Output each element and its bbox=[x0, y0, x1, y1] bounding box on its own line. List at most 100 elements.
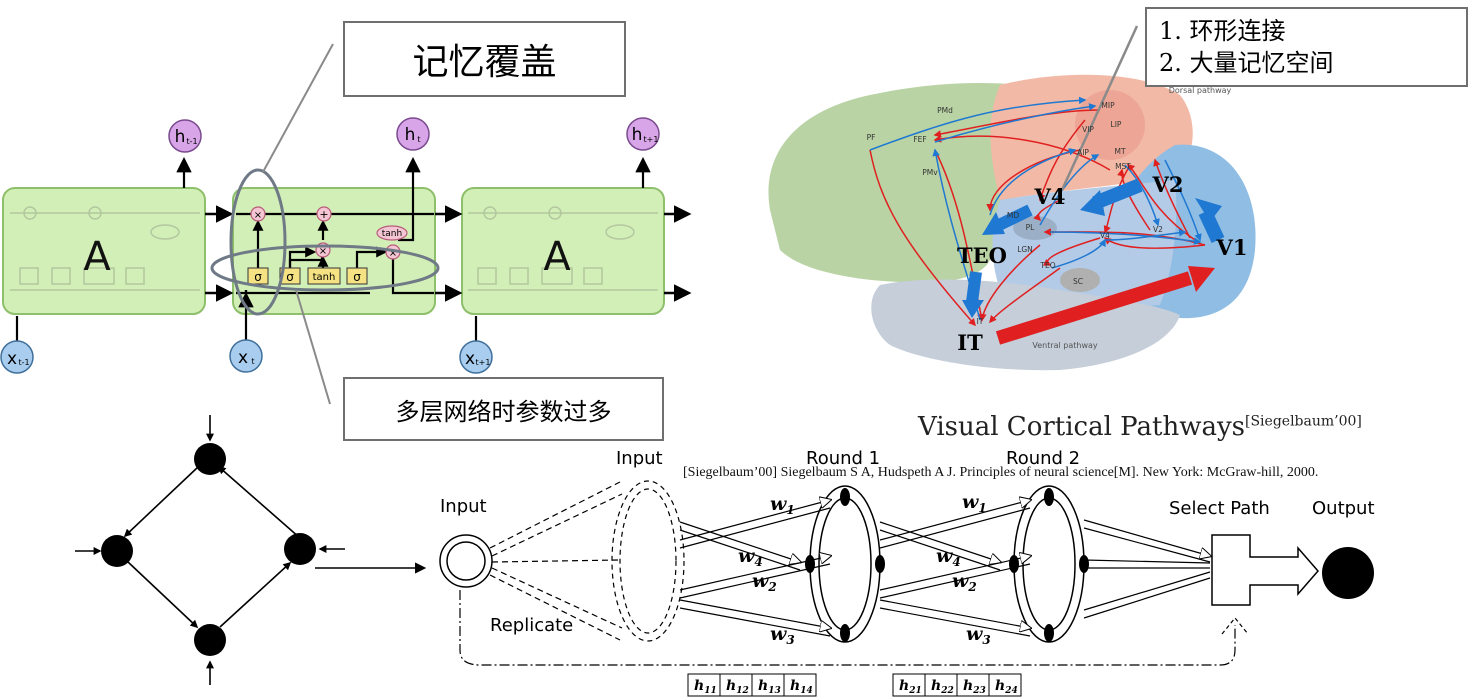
h-cell-label-23: h23 bbox=[963, 678, 986, 696]
h-node-right: h t+1 bbox=[626, 117, 660, 151]
svg-text:h: h bbox=[632, 125, 643, 145]
area-v4-small: V4 bbox=[1100, 231, 1110, 240]
lstm-internal-wires bbox=[236, 156, 434, 340]
replicate-dashed-lines bbox=[489, 481, 623, 641]
superior-colliculus bbox=[1060, 268, 1100, 292]
ring-graph bbox=[75, 415, 427, 685]
h-cell-box-14 bbox=[783, 673, 817, 697]
callout-too-many-params: 多层网络时参数过多 bbox=[343, 377, 664, 441]
property-large-memory: 2. 大量记忆空间 bbox=[1159, 49, 1334, 77]
replicate-label: Replicate bbox=[490, 615, 573, 636]
thick-arrow-v4-teo-head bbox=[982, 212, 1005, 235]
svg-text:x: x bbox=[238, 348, 248, 368]
svg-text:×: × bbox=[254, 210, 262, 221]
hollow-path-arrows bbox=[679, 500, 1210, 637]
area-mip: MIP bbox=[1101, 101, 1115, 110]
svg-text:w2: w2 bbox=[752, 570, 777, 594]
area-lip: LIP bbox=[1111, 120, 1122, 129]
h-node-middle: h t bbox=[396, 117, 430, 151]
svg-text:×: × bbox=[319, 246, 327, 257]
area-mt: MT bbox=[1114, 147, 1125, 156]
weight-labels: w1 w4 w2 w3 w1 w4 w2 w3 bbox=[738, 491, 991, 647]
select-path-box bbox=[1211, 534, 1319, 606]
callout-properties: 1. 环形连接 2. 大量记忆空间 bbox=[1145, 7, 1468, 87]
callout-pointer-properties bbox=[1060, 25, 1139, 191]
forget-multiply-op: × bbox=[250, 206, 266, 222]
w4-label-round1: w bbox=[738, 545, 755, 567]
w3-label-round1: w bbox=[770, 623, 787, 645]
svg-text:w4: w4 bbox=[738, 545, 763, 569]
network-labels: Input Input Replicate Round 1 Round 2 Se… bbox=[440, 448, 1375, 636]
svg-text:t+1: t+1 bbox=[644, 135, 659, 144]
round1-label: Round 1 bbox=[806, 448, 880, 469]
tanh-gate: tanh bbox=[307, 267, 341, 285]
small-area-labels: PMd PF FEF PMv MIP LIP VIP AIP MT MST MD… bbox=[867, 101, 1164, 326]
lstm-diagram: σ σ tanh σ × + × × bbox=[0, 43, 692, 405]
area-aip: AIP bbox=[1077, 148, 1089, 157]
svg-text:w2: w2 bbox=[952, 570, 977, 594]
area-teo-small: TEO bbox=[1039, 261, 1055, 270]
path-network-diagram: Input Input Replicate Round 1 Round 2 Se… bbox=[439, 448, 1375, 697]
dorsal-pathway-label: Dorsal pathway bbox=[1169, 86, 1232, 95]
svg-text:tanh: tanh bbox=[313, 272, 336, 283]
thick-arrow-teo-it-head bbox=[962, 300, 984, 318]
area-pmv: PMv bbox=[922, 168, 938, 177]
area-pl: PL bbox=[1026, 223, 1036, 232]
sigma-gate-2: σ bbox=[279, 267, 301, 285]
area-pf: PF bbox=[867, 133, 876, 142]
svg-text:t-1: t-1 bbox=[186, 137, 197, 146]
ring-dots bbox=[805, 488, 1089, 642]
round2-label: Round 2 bbox=[1006, 448, 1080, 469]
area-it-small: IT bbox=[977, 317, 984, 326]
cell-label-left: A bbox=[83, 234, 111, 280]
area-label-v1: V1 bbox=[1216, 235, 1248, 260]
svg-text:×: × bbox=[389, 248, 397, 259]
area-mst: MST bbox=[1115, 162, 1131, 171]
w2-label-round1: w bbox=[752, 570, 769, 592]
brain-figure-title: Visual Cortical Pathways[Siegelbaum’00] bbox=[918, 412, 1362, 442]
input-label: Input bbox=[440, 496, 487, 517]
thick-arrow-it-v1 bbox=[995, 271, 1193, 345]
area-sc: SC bbox=[1073, 277, 1083, 286]
cell-label-right: A bbox=[543, 234, 571, 280]
sigma-gate-3: σ bbox=[346, 267, 368, 285]
add-op: + bbox=[316, 206, 332, 222]
area-v2-small: V2 bbox=[1153, 225, 1163, 234]
svg-text:x: x bbox=[465, 349, 475, 369]
area-label-v2: V2 bbox=[1152, 172, 1184, 197]
area-label-it: IT bbox=[957, 330, 983, 355]
svg-text:σ: σ bbox=[286, 270, 294, 284]
area-label-teo: TEO bbox=[957, 243, 1007, 268]
brain-diagram: V4 V2 V1 TEO IT PMd PF FEF PMv MIP LIP V… bbox=[768, 25, 1256, 371]
callout-pointer-memory bbox=[262, 43, 334, 173]
area-label-v4: V4 bbox=[1034, 184, 1066, 209]
svg-text:+: + bbox=[319, 208, 328, 221]
svg-text:t+1: t+1 bbox=[476, 358, 491, 367]
ring-node-bottom bbox=[194, 624, 226, 656]
thick-arrow-v2-v4 bbox=[1092, 178, 1143, 210]
ventral-pathway-label: Ventral pathway bbox=[1032, 341, 1098, 350]
output-node bbox=[1322, 547, 1374, 599]
h-cell-label-11: h11 bbox=[694, 678, 717, 696]
input-top-label: Input bbox=[616, 448, 663, 469]
w4-label-round2: w bbox=[936, 545, 953, 567]
x-node-middle: x t bbox=[229, 339, 263, 373]
output-label: Output bbox=[1312, 498, 1375, 519]
ring-node-top bbox=[194, 443, 226, 475]
h-cell-label-14: h14 bbox=[790, 678, 813, 696]
h-node-left: h t-1 bbox=[168, 119, 202, 153]
w1-label-round1: w bbox=[770, 493, 787, 515]
lstm-cell-left-faded-internals bbox=[10, 206, 200, 291]
svg-text:t: t bbox=[417, 135, 420, 144]
svg-text:t: t bbox=[251, 357, 254, 366]
thick-arrow-it-v1-head bbox=[1188, 266, 1215, 292]
input-node-inner bbox=[446, 541, 486, 581]
area-pmd: PMd bbox=[937, 106, 953, 115]
svg-text:h: h bbox=[405, 125, 416, 145]
h-cell-box-24 bbox=[988, 673, 1022, 697]
lstm-cell-right bbox=[461, 187, 665, 315]
